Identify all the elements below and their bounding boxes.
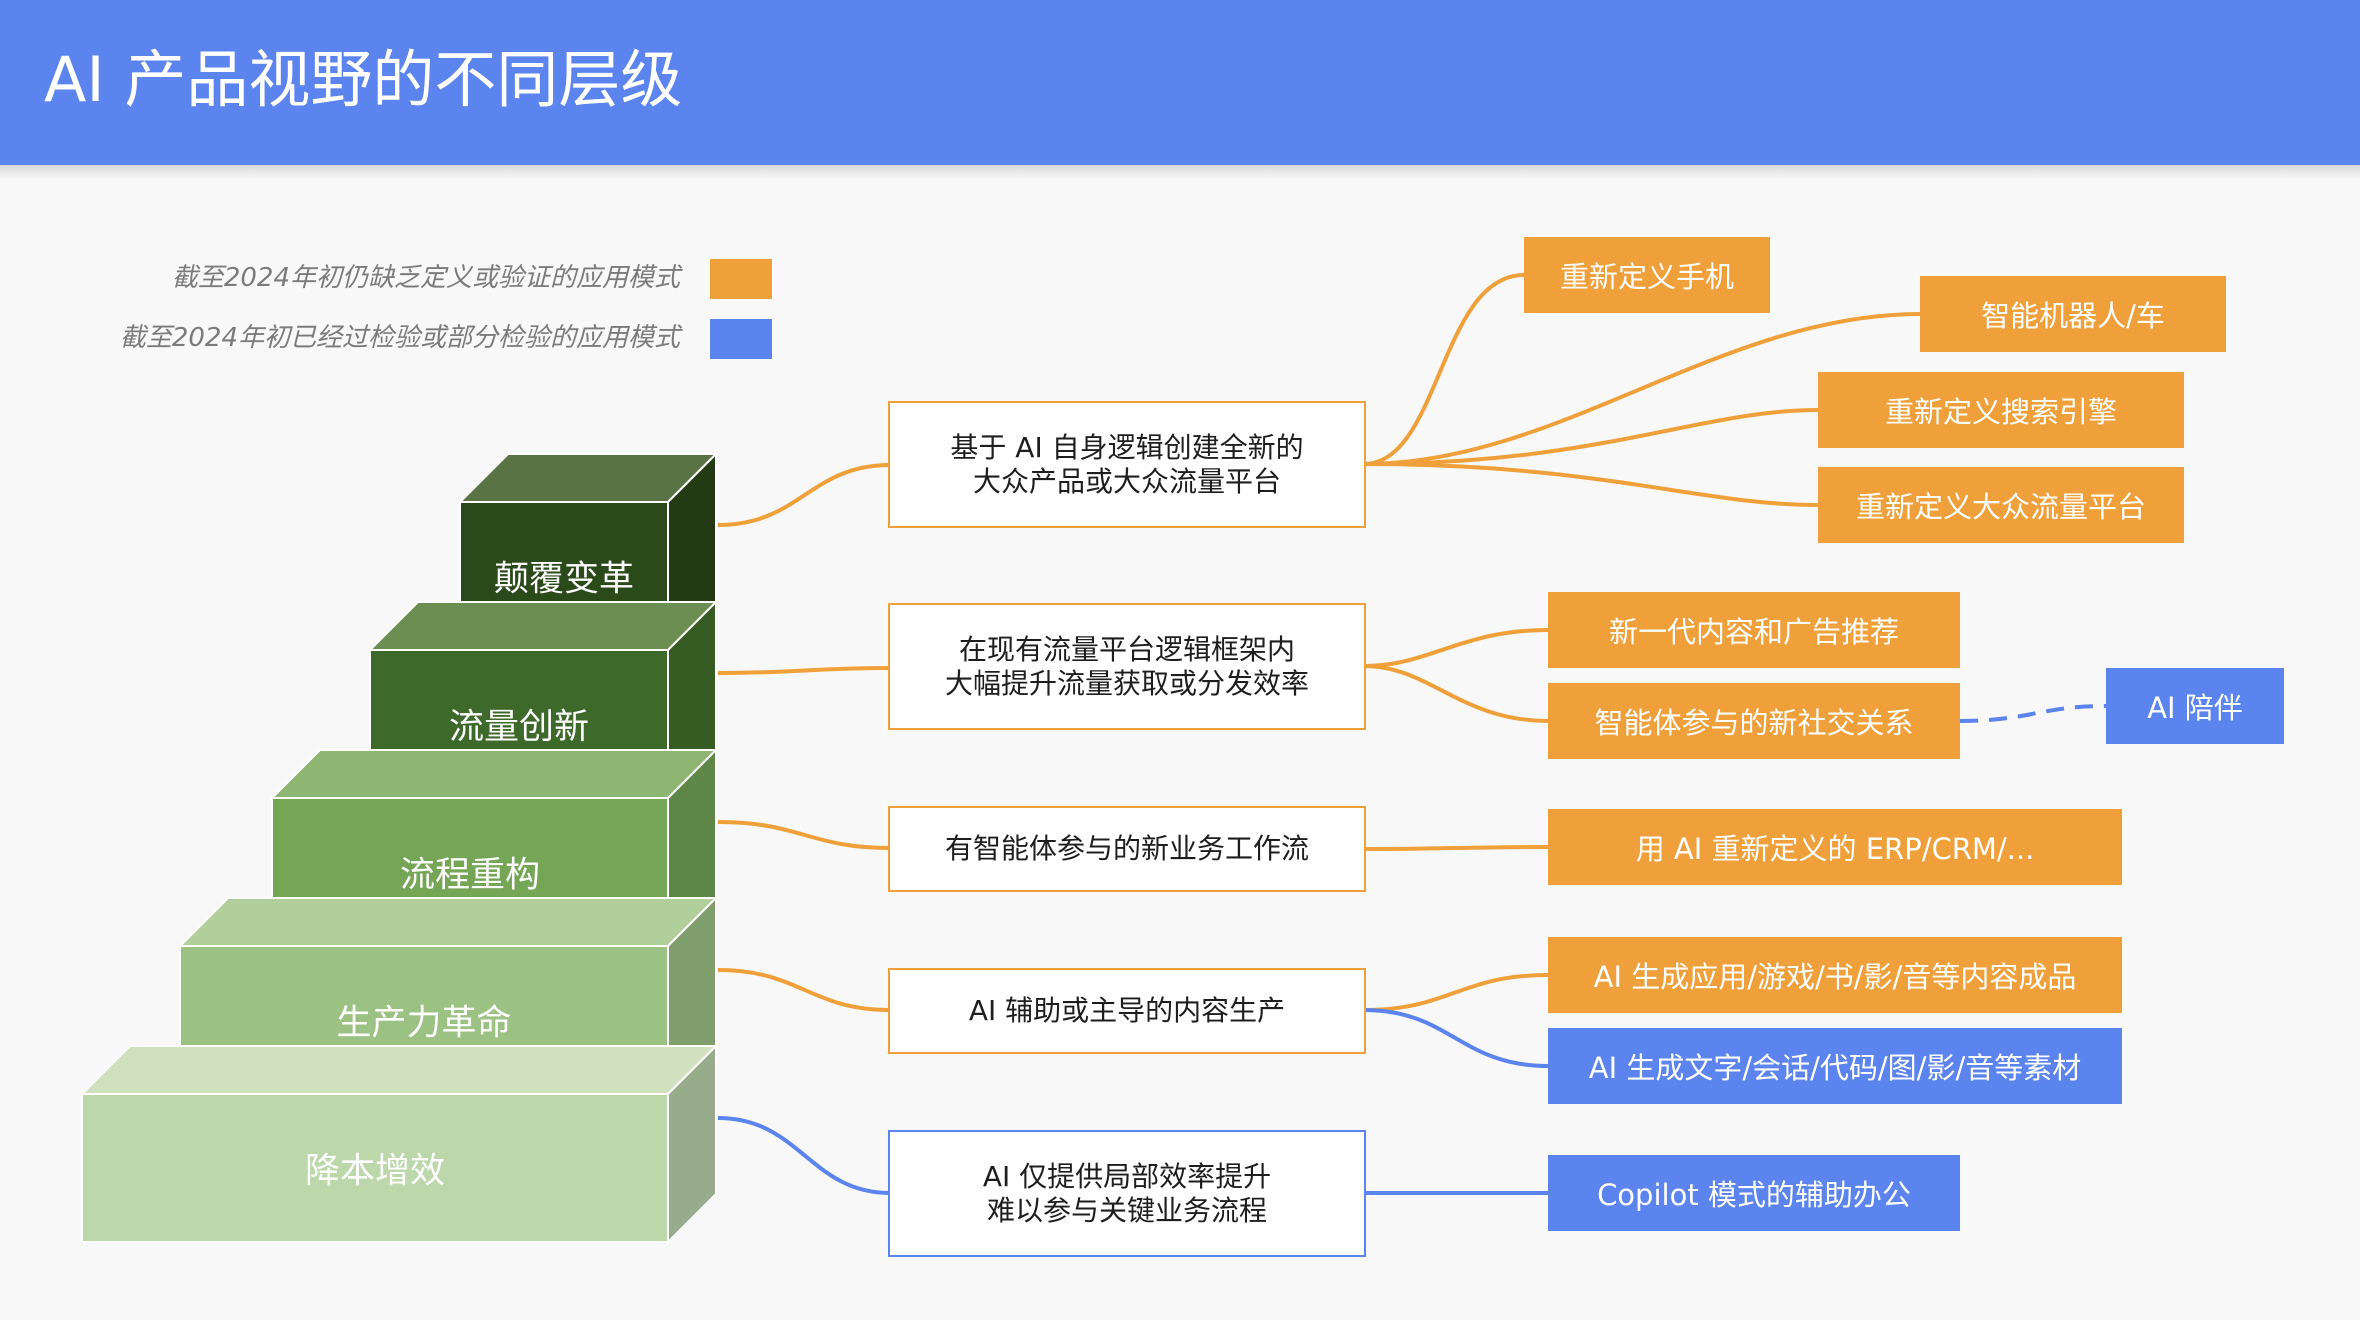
connector-step1 <box>717 463 891 527</box>
legend-swatch-orange <box>710 259 772 299</box>
title-bar: AI 产品视野的不同层级 <box>0 0 2360 165</box>
step-5-block <box>79 1043 719 1245</box>
leaf-erp-crm: 用 AI 重新定义的 ERP/CRM/... <box>1548 809 2122 885</box>
connector-step4 <box>717 968 891 1012</box>
mid-box-traffic-efficiency: 在现有流量平台逻辑框架内 大幅提升流量获取或分发效率 <box>888 603 1366 730</box>
connector-material <box>1363 1008 1549 1068</box>
leaf-content-ad-recommend: 新一代内容和广告推荐 <box>1548 592 1960 668</box>
connector-search <box>1363 408 1819 466</box>
connector-step2 <box>717 666 891 675</box>
connector-companion <box>1959 704 2107 723</box>
mid-box-local-efficiency: AI 仅提供局部效率提升 难以参与关键业务流程 <box>888 1130 1366 1257</box>
mid-box-agent-workflow: 有智能体参与的新业务工作流 <box>888 806 1366 892</box>
step-label-productivity: 生产力革命 <box>336 1003 512 1044</box>
connector-platform <box>1363 462 1819 507</box>
step-label-cost-efficiency: 降本增效 <box>304 1151 446 1192</box>
legend-swatch-blue <box>710 319 772 359</box>
step-label-disruption: 颠覆变革 <box>493 559 635 600</box>
leaf-agent-social: 智能体参与的新社交关系 <box>1548 683 1960 759</box>
legend-label-verified: 截至2024年初已经过检验或部分检验的应用模式 <box>119 323 680 353</box>
connector-robot <box>1363 312 1921 466</box>
page-title: AI 产品视野的不同层级 <box>44 43 683 116</box>
title-bar-shadow <box>0 165 2360 179</box>
leaf-redefine-platform: 重新定义大众流量平台 <box>1818 467 2184 543</box>
connector-recommend <box>1363 628 1549 668</box>
leaf-content-materials: AI 生成文字/会话/代码/图/影/音等素材 <box>1548 1028 2122 1104</box>
connector-step5 <box>717 1116 891 1195</box>
leaf-copilot-office: Copilot 模式的辅助办公 <box>1548 1155 1960 1231</box>
connector-social <box>1363 664 1549 723</box>
connector-step3 <box>717 820 891 850</box>
legend-label-undefined: 截至2024年初仍缺乏定义或验证的应用模式 <box>171 263 680 293</box>
mid-box-new-platform: 基于 AI 自身逻辑创建全新的 大众产品或大众流量平台 <box>888 401 1366 528</box>
connector-phone <box>1363 273 1525 466</box>
step-label-process-rebuild: 流程重构 <box>399 855 541 896</box>
leaf-ai-companion: AI 陪伴 <box>2106 668 2284 744</box>
mid-box-content-production: AI 辅助或主导的内容生产 <box>888 968 1366 1054</box>
leaf-content-products: AI 生成应用/游戏/书/影/音等内容成品 <box>1548 937 2122 1013</box>
connector-content <box>1363 973 1549 1012</box>
leaf-redefine-phone: 重新定义手机 <box>1524 237 1770 313</box>
step-label-traffic-innovation: 流量创新 <box>448 707 590 748</box>
connector-erp <box>1363 845 1549 851</box>
leaf-robot-car: 智能机器人/车 <box>1920 276 2226 352</box>
leaf-redefine-search: 重新定义搜索引擎 <box>1818 372 2184 448</box>
